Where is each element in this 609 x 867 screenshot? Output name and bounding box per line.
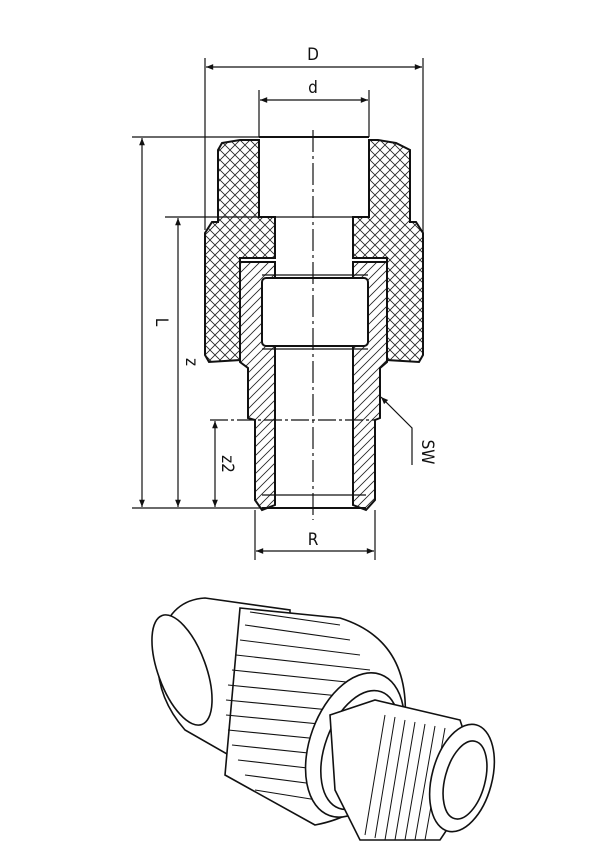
isometric-view xyxy=(151,597,496,841)
label-z: z xyxy=(181,358,201,366)
label-z2: z2 xyxy=(217,455,237,473)
label-SW: SW xyxy=(417,440,437,465)
label-D: D xyxy=(307,45,319,65)
knurled-ribs xyxy=(225,611,383,806)
label-d: d xyxy=(308,78,318,98)
inner-cavity xyxy=(261,277,369,347)
label-R: R xyxy=(308,530,319,550)
dimensions: D d L z z2 R SW xyxy=(132,45,437,560)
section-view xyxy=(204,130,424,520)
label-L: L xyxy=(151,318,171,327)
leader-SW xyxy=(380,396,413,465)
thread-lines xyxy=(364,714,446,841)
